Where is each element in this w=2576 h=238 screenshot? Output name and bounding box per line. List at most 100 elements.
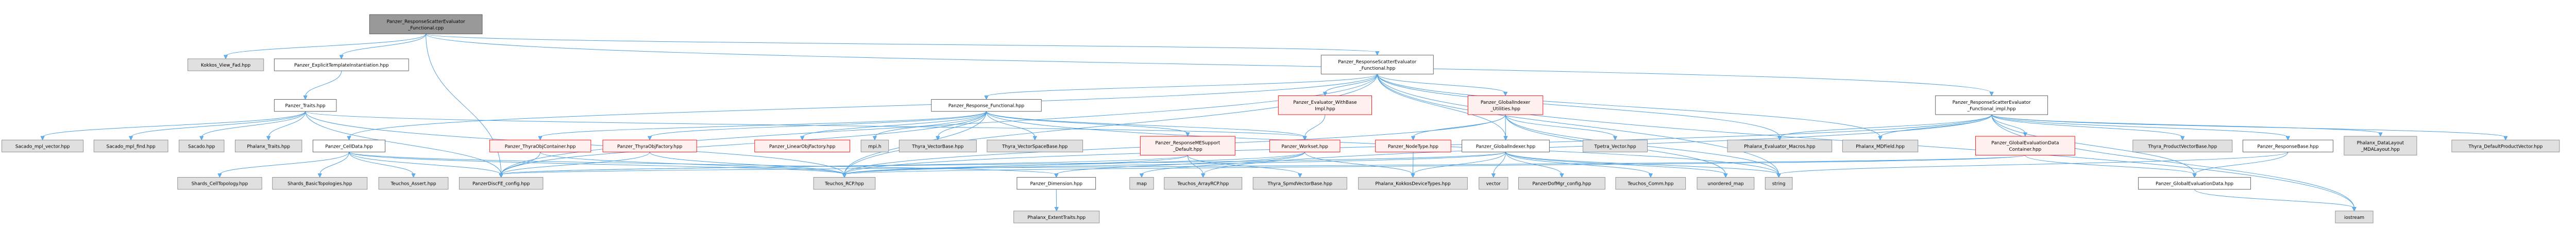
node-teuchos-arrayrcp[interactable]: Teuchos_ArrayRCP.hpp xyxy=(1164,177,1243,190)
node-box xyxy=(2242,139,2333,152)
node-shards-celltopology[interactable]: Shards_CellTopology.hpp xyxy=(177,177,262,190)
node-globalindexer[interactable]: Panzer_GlobalIndexer.hpp xyxy=(1462,139,1550,152)
arrowhead-icon xyxy=(1989,91,1994,97)
node-linearobjfactory[interactable]: Panzer_LinearObjFactory.hpp xyxy=(754,139,851,152)
node-vector[interactable]: vector xyxy=(1479,177,1509,190)
node-workset[interactable]: Panzer_Workset.hpp xyxy=(1269,139,1341,152)
node-rse-functional-impl[interactable]: Panzer_ResponseScatterEvaluator_Function… xyxy=(1935,95,2048,115)
node-rse-functional[interactable]: Panzer_ResponseScatterEvaluator_Function… xyxy=(1320,55,1434,74)
node-box xyxy=(1016,177,1096,190)
node-label: iostream xyxy=(2344,215,2364,220)
arrowhead-icon xyxy=(872,136,877,140)
node-responsebase[interactable]: Panzer_ResponseBase.hpp xyxy=(2242,139,2333,152)
edge-rse_functional-to-globalindexer_utilities xyxy=(1377,74,1506,93)
node-box xyxy=(1583,139,1648,152)
node-label: Kokkos_View_Fad.hpp xyxy=(201,63,251,68)
edge-root-to-rse_functional_impl xyxy=(426,34,1992,93)
node-tpetra-vector[interactable]: Tpetra_Vector.hpp xyxy=(1583,139,1648,152)
node-thyraobjcontainer[interactable]: Panzer_ThyraObjContainer.hpp xyxy=(489,139,591,152)
node-label: PanzerDofMgr_config.hpp xyxy=(1532,182,1591,187)
node-box xyxy=(177,177,262,190)
node-shards-basictopologies[interactable]: Shards_BasicTopologies.hpp xyxy=(272,177,368,190)
node-traits[interactable]: Panzer_Traits.hpp xyxy=(274,99,337,112)
node-sacado-mpl-vector[interactable]: Sacado_mpl_vector.hpp xyxy=(2,139,84,152)
node-thyraobjfactory[interactable]: Panzer_ThyraObjFactory.hpp xyxy=(602,139,697,152)
node-thyra-vectorbase[interactable]: Thyra_VectorBase.hpp xyxy=(899,139,977,152)
edge-traits-to-sacado_mpl_find xyxy=(130,111,306,138)
node-thyra-spmdvectorbase[interactable]: Thyra_SpmdVectorBase.hpp xyxy=(1252,177,1347,190)
node-box xyxy=(860,139,889,152)
edge-workset-to-map xyxy=(1141,152,1306,175)
node-map[interactable]: map xyxy=(1129,177,1154,190)
edge-rse_functional-to-teuchos_rcp xyxy=(844,74,1378,175)
node-string[interactable]: string xyxy=(1765,177,1793,190)
node-phalanx-kokkosdevicetypes[interactable]: Phalanx_KokkosDeviceTypes.hpp xyxy=(1358,177,1468,190)
edge-rse_functional_impl-to-iostream xyxy=(1991,115,2354,209)
edge-celldata-to-shards_celltopology xyxy=(219,152,349,175)
edge-celldata-to-panzerdiscfe_config xyxy=(348,152,502,175)
node-box xyxy=(178,139,225,152)
node-box xyxy=(2344,136,2417,156)
node-box xyxy=(2,139,84,152)
node-explicit-ti[interactable]: Panzer_ExplicitTemplateInstantiation.hpp xyxy=(274,58,409,71)
node-label: Shards_CellTopology.hpp xyxy=(192,182,248,187)
node-sacado[interactable]: Sacado.hpp xyxy=(178,139,225,152)
node-label: Sacado.hpp xyxy=(188,144,215,149)
edge-traits-to-sacado_mpl_vector xyxy=(42,111,306,138)
node-globalindexer-utilities[interactable]: Panzer_GlobalIndexer_Utilities.hpp xyxy=(1467,95,1544,115)
node-iostream[interactable]: iostream xyxy=(2335,211,2374,224)
node-sacado-mpl-find[interactable]: Sacado_mpl_find.hpp xyxy=(93,139,168,152)
arrowhead-icon xyxy=(1054,207,1059,212)
node-box xyxy=(1975,136,2075,156)
node-box xyxy=(1278,95,1372,115)
node-label: _MDALayout.hpp xyxy=(2361,147,2400,152)
node-box xyxy=(1358,177,1468,190)
node-thyra-defaultproductvector[interactable]: Thyra_DefaultProductVector.hpp xyxy=(2451,139,2560,152)
node-phalanx-extenttraits[interactable]: Phalanx_ExtentTraits.hpp xyxy=(1013,211,1100,224)
edge-root-to-rse_functional xyxy=(426,34,1378,53)
arrowhead-icon xyxy=(1411,173,1415,178)
arrowhead-icon xyxy=(2378,132,2383,137)
edge-rse_functional-to-globalindexer xyxy=(1377,74,1506,137)
node-mpi[interactable]: mpi.h xyxy=(860,139,889,152)
node-label: Thyra_DefaultProductVector.hpp xyxy=(2468,144,2543,149)
node-teuchos-assert[interactable]: Teuchos_Assert.hpp xyxy=(378,177,449,190)
node-teuchos-rcp[interactable]: Teuchos_RCP.hpp xyxy=(813,177,876,190)
node-box xyxy=(312,139,386,152)
edge-workset-to-phalanx_kokkosdevicetypes xyxy=(1304,152,1413,175)
node-kokkos-view-fad[interactable]: Kokkos_View_Fad.hpp xyxy=(187,58,264,71)
node-box xyxy=(899,139,977,152)
node-box xyxy=(459,177,544,190)
node-phalanx-mdfield[interactable]: Phalanx_MDField.hpp xyxy=(1842,139,1919,152)
node-box xyxy=(1727,139,1833,152)
node-celldata[interactable]: Panzer_CellData.hpp xyxy=(312,139,386,152)
node-box xyxy=(489,139,591,152)
node-label: _Functional.cpp xyxy=(408,26,444,31)
edge-celldata-to-teuchos_rcp xyxy=(348,151,845,175)
edge-globalindexer-to-vector xyxy=(1493,152,1506,175)
node-thyra-vectorspacebase[interactable]: Thyra_VectorSpaceBase.hpp xyxy=(987,139,1083,152)
node-phalanx-traits[interactable]: Phalanx_Traits.hpp xyxy=(234,139,302,152)
node-phalanx-mdalayout[interactable]: Phalanx_DataLayout_MDALayout.hpp xyxy=(2344,136,2417,156)
node-panzerdiscfe-config[interactable]: PanzerDiscFE_config.hpp xyxy=(459,177,544,190)
node-responsemesupport[interactable]: Panzer_ResponseMESupport_Default.hpp xyxy=(1140,136,1235,156)
node-phalanx-evaluator-macros[interactable]: Phalanx_Evaluator_Macros.hpp xyxy=(1727,139,1833,152)
node-root[interactable]: Panzer_ResponseScatterEvaluator_Function… xyxy=(369,14,483,35)
edge-celldata-to-shards_basictopologies xyxy=(319,152,349,175)
node-panzerdofmgr-config[interactable]: PanzerDofMgr_config.hpp xyxy=(1518,177,1605,190)
node-thyra-productvectorbase[interactable]: Thyra_ProductVectorBase.hpp xyxy=(2132,139,2233,152)
node-unordered-map[interactable]: unordered_map xyxy=(1697,177,1755,190)
edge-globalindexer-to-panzerdiscfe_config xyxy=(501,151,1506,175)
arrowhead-icon xyxy=(2180,136,2185,140)
node-globalevaluationdata[interactable]: Panzer_GlobalEvaluationData.hpp xyxy=(2138,177,2251,190)
node-label: Panzer_ThyraObjContainer.hpp xyxy=(505,144,576,149)
node-response-functional[interactable]: Panzer_Response_Functional.hpp xyxy=(931,99,1042,112)
node-label: Teuchos_RCP.hpp xyxy=(824,182,864,187)
node-teuchos-comm[interactable]: Teuchos_Comm.hpp xyxy=(1615,177,1686,190)
node-box xyxy=(1269,139,1341,152)
node-dimension[interactable]: Panzer_Dimension.hpp xyxy=(1016,177,1096,190)
node-nodetype[interactable]: Panzer_NodeType.hpp xyxy=(1375,139,1451,152)
node-label: Phalanx_MDField.hpp xyxy=(1856,144,1905,149)
